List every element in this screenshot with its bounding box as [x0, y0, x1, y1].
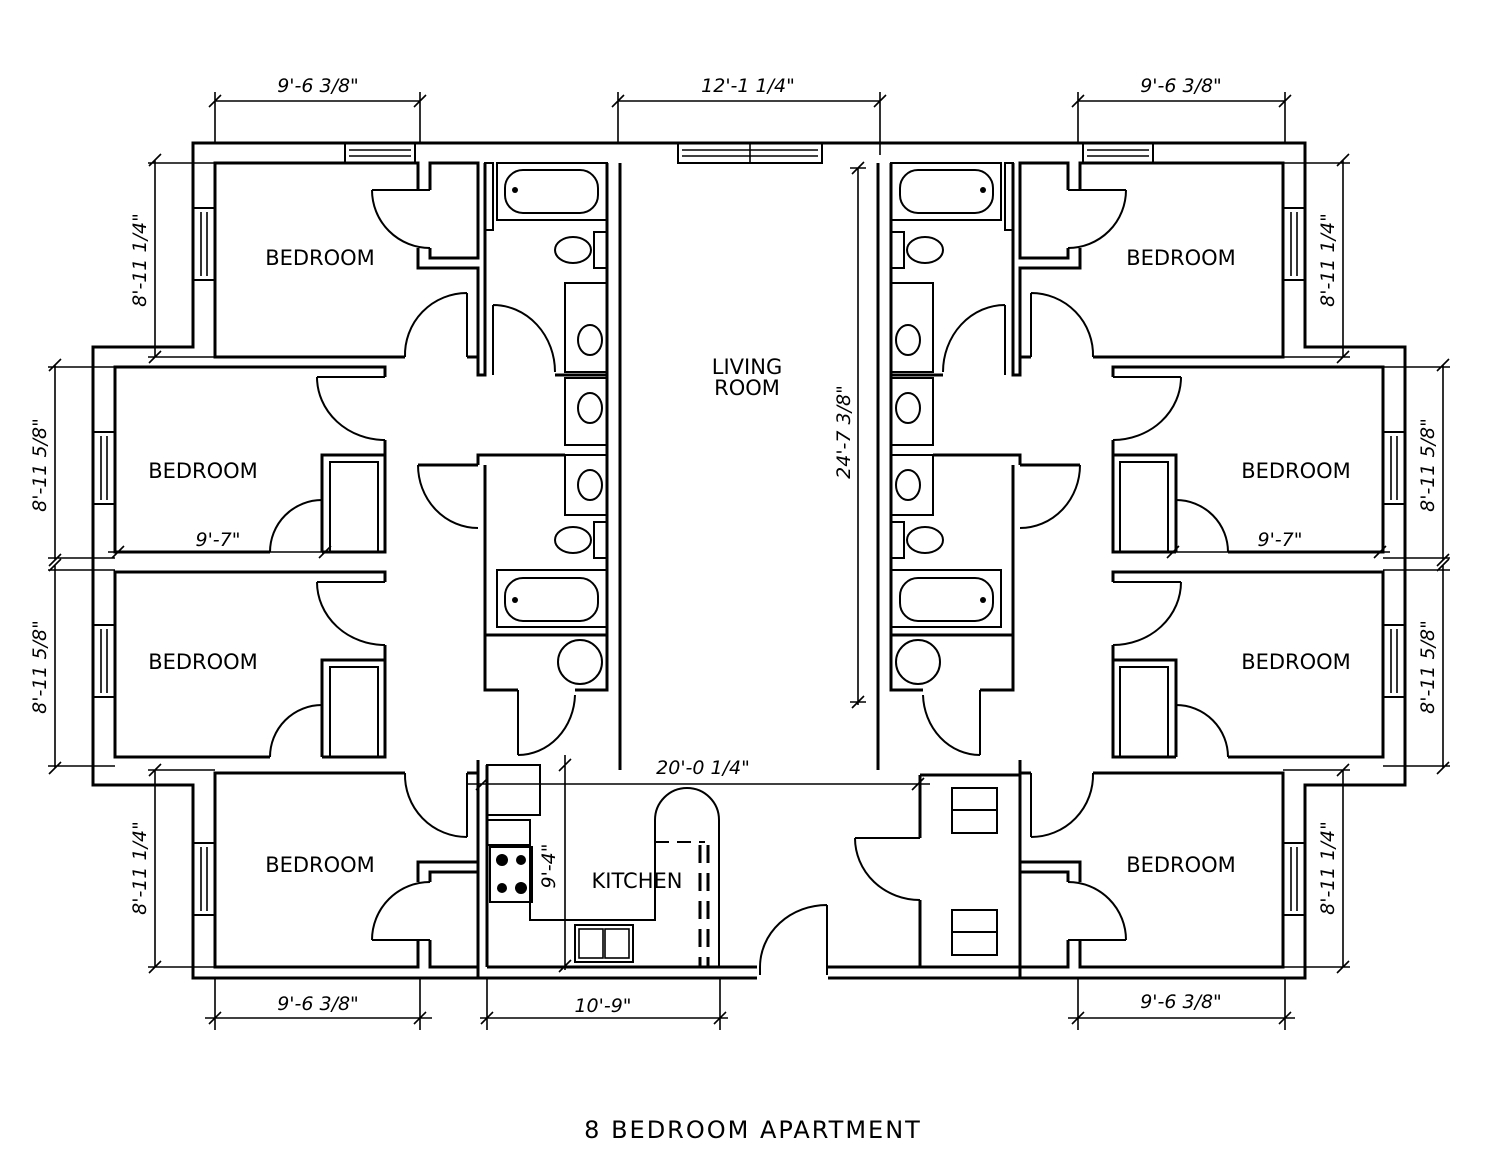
entry-door [759, 904, 828, 975]
room-label-bedroom: BEDROOM [1241, 650, 1351, 674]
right-wing [749, 143, 1405, 978]
room-label-bedroom: BEDROOM [148, 459, 258, 483]
dim-label: 12'-1 1/4" [701, 75, 795, 97]
dim-label: 9'-6 3/8" [1140, 991, 1222, 1013]
dim-label: 9'-6 3/8" [1140, 75, 1222, 97]
dim-label: 8'-11 1/4" [1317, 213, 1339, 307]
dim-label: 8'-11 5/8" [1417, 620, 1439, 714]
room-label-bedroom: BEDROOM [265, 246, 375, 270]
dim-label: 9'-4" [538, 844, 560, 889]
dim-label: 10'-9" [574, 995, 631, 1017]
room-label-bedroom: BEDROOM [1126, 246, 1236, 270]
dim-label: 9'-7" [1258, 529, 1303, 551]
dim-label: 8'-11 5/8" [1417, 418, 1439, 512]
room-label-living: LIVING [712, 355, 782, 379]
room-label-kitchen: KITCHEN [592, 869, 683, 893]
room-label-living: ROOM [714, 376, 780, 400]
dim-label: 8'-11 5/8" [29, 418, 51, 512]
dim-label: 20'-0 1/4" [656, 757, 750, 779]
dim-label: 8'-11 1/4" [1317, 821, 1339, 915]
living-window [677, 142, 823, 164]
kitchen-area [478, 764, 1020, 980]
dim-label: 24'-7 3/8" [833, 385, 855, 479]
dim-label: 8'-11 5/8" [29, 620, 51, 714]
drawing-title: 8 BEDROOM APARTMENT [584, 1116, 922, 1144]
dim-label: 9'-7" [196, 529, 241, 551]
dim-label: 8'-11 1/4" [129, 213, 151, 307]
dim-label: 9'-6 3/8" [277, 993, 359, 1015]
dimension-lines [48, 92, 1450, 1030]
room-label-bedroom: BEDROOM [265, 853, 375, 877]
left-wing [93, 143, 749, 978]
room-label-bedroom: BEDROOM [1241, 459, 1351, 483]
room-label-bedroom: BEDROOM [1126, 853, 1236, 877]
room-label-bedroom: BEDROOM [148, 650, 258, 674]
dim-label: 9'-6 3/8" [277, 75, 359, 97]
dim-label: 8'-11 1/4" [129, 821, 151, 915]
